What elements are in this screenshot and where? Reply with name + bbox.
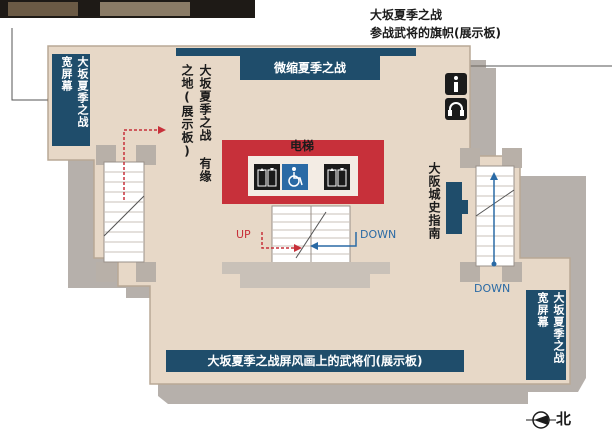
north-arrow-icon (526, 411, 556, 429)
audio-guide-icon (445, 98, 467, 120)
down-arrow-line (318, 232, 357, 247)
flag-board-title: 大坂夏季之战 (370, 8, 443, 22)
up-arrow-line (261, 232, 294, 249)
info-icon (445, 73, 467, 95)
up-arrow-line (123, 129, 158, 200)
down-label-right: DOWN (474, 282, 511, 295)
north-label: 北 (556, 410, 572, 428)
left-vertical-board-label: 大坂夏季之战 有缘之地(展示板) (180, 64, 212, 183)
bottom-banner: 大坂夏季之战屏风画上的武将们(展示板) (166, 350, 464, 372)
flag-board-subtitle: 参战武将的旗帜(展示板) (370, 26, 501, 40)
down-label-center: DOWN (360, 228, 397, 241)
elevator-label: 电梯 (290, 139, 315, 153)
right-widescreen-label: 大坂夏季之战 宽屏幕 (526, 290, 566, 380)
diorama-banner: 微缩夏季之战 (240, 56, 380, 80)
castle-guide-board (446, 182, 462, 234)
leader-line (11, 28, 50, 101)
elevator-icon (324, 164, 350, 190)
up-label: UP (236, 228, 251, 241)
wheelchair-icon (282, 164, 308, 190)
elevator-icon (254, 164, 280, 190)
left-widescreen-label: 大坂夏季之战 宽屏幕 (52, 54, 90, 146)
castle-guide-label: 大阪城史指南 (427, 162, 441, 240)
